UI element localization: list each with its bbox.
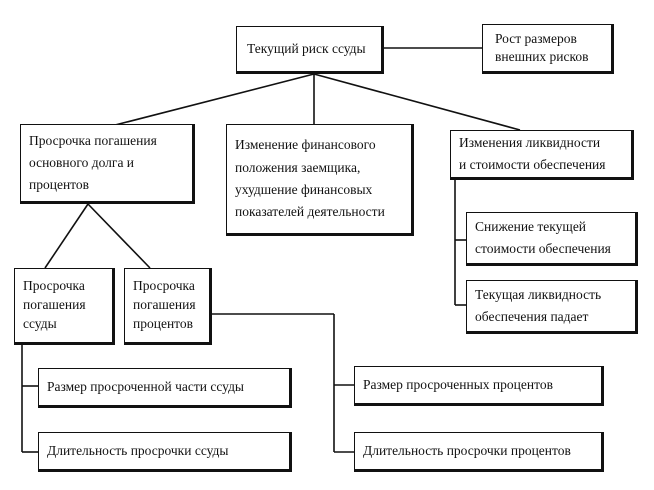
liquidity-node: Изменения ликвидности и стоимости обеспе…	[450, 130, 634, 180]
interest-overdue-duration-node: Длительность просрочки процентов	[354, 432, 604, 472]
overdue-loan-node: Просрочка погашения ссуды	[14, 268, 115, 345]
loan-overdue-duration-node: Длительность просрочки ссуды	[38, 432, 292, 472]
interest-overdue-size-node: Размер просроченных процентов	[354, 366, 604, 406]
collateral-value-drop-node: Снижение текущей стоимости обеспечения	[466, 212, 638, 266]
external-risks-node: Рост размеров внешних рисков	[482, 24, 614, 74]
root-node: Текущий риск ссуды	[236, 26, 384, 74]
financial-condition-node: Изменение финансового положения заемщика…	[226, 124, 414, 236]
overdue-interest-node: Просрочка погашения процентов	[124, 268, 212, 345]
loan-overdue-size-node: Размер просроченной части ссуды	[38, 368, 292, 408]
collateral-liquidity-drop-node: Текущая ликвидность обеспечения падает	[466, 280, 638, 334]
overdue-node: Просрочка погашения основного долга и пр…	[20, 124, 195, 204]
